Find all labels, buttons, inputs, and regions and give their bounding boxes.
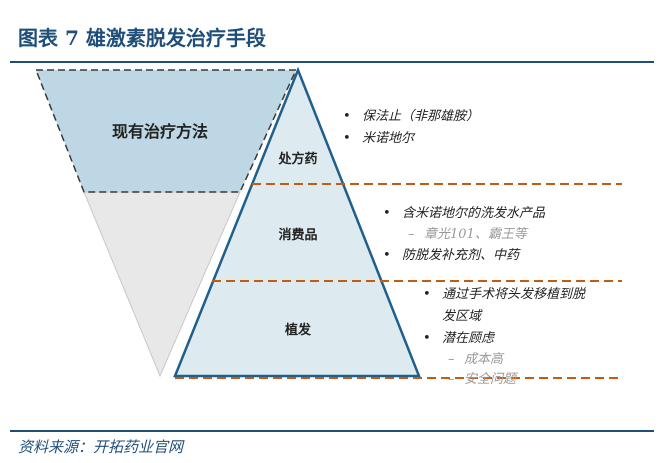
bullet-item: •潜在顾虑 xyxy=(423,331,495,346)
bullet-item: •含米诺地尔的洗发水产品 xyxy=(383,206,546,221)
bullets-transplant: •通过手术将头发移植到脱 发区域 •潜在顾虑 –成本高 –安全问题 xyxy=(420,284,585,390)
sub-text: 安全问题 xyxy=(464,372,517,387)
sub-item: –安全问题 xyxy=(448,372,517,387)
bullets-consumer: •含米诺地尔的洗发水产品 –章光101、霸王等 •防脱发补充剂、中药 xyxy=(380,203,545,267)
sub-text: 成本高 xyxy=(464,352,504,367)
bullet-text: 发区域 xyxy=(442,309,482,324)
bullet-item: •保法止（非那雄胺） xyxy=(343,109,480,124)
bullet-text: 通过手术将头发移植到脱 xyxy=(442,287,586,302)
pyramid xyxy=(173,66,421,378)
bullet-text: 潜在顾虑 xyxy=(442,331,495,346)
funnel-label: 现有治疗方法 xyxy=(112,122,208,141)
bullet-item: •防脱发补充剂、中药 xyxy=(383,248,520,263)
sub-text: 章光101、霸王等 xyxy=(424,227,527,242)
tier-label-consumer: 消费品 xyxy=(278,227,317,243)
funnel-upper xyxy=(34,69,298,193)
bullet-item: •通过手术将头发移植到脱 xyxy=(423,287,586,302)
bullet-text: 含米诺地尔的洗发水产品 xyxy=(402,206,546,221)
sub-item: –成本高 xyxy=(448,352,504,367)
source-note: 资料来源：开拓药业官网 xyxy=(18,438,184,456)
bullet-item-continuation: 发区域 xyxy=(420,306,585,328)
top-rule xyxy=(10,61,654,63)
bottom-rule xyxy=(10,430,654,432)
tier-label-transplant: 植发 xyxy=(284,322,312,338)
bullets-rx: •保法止（非那雄胺） •米诺地尔 xyxy=(340,106,479,150)
bullet-item: •米诺地尔 xyxy=(343,131,415,146)
sub-item: –章光101、霸王等 xyxy=(408,227,527,242)
figure-title: 图表 7 雄激素脱发治疗手段 xyxy=(18,26,266,50)
bullet-text: 米诺地尔 xyxy=(362,131,415,146)
bullet-text: 保法止（非那雄胺） xyxy=(362,109,480,124)
tier-label-rx: 处方药 xyxy=(277,151,317,167)
bullet-text: 防脱发补充剂、中药 xyxy=(402,248,520,263)
